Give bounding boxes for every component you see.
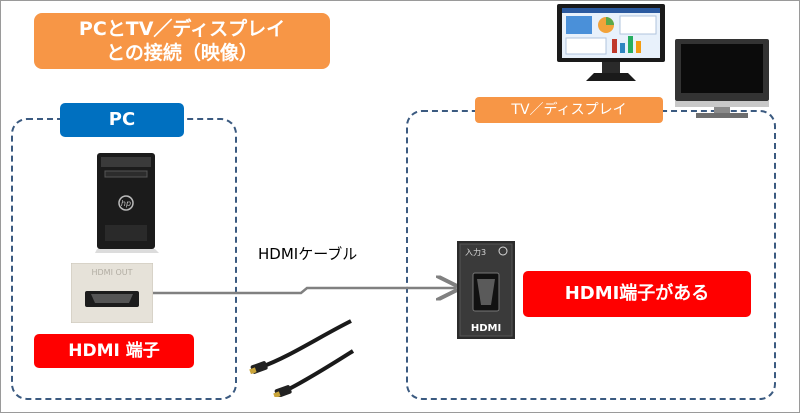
- tv-input-text: 入力3: [465, 247, 486, 257]
- tv-group-label: TV／ディスプレイ: [475, 97, 663, 123]
- hdmi-cable-label: HDMIケーブル: [258, 245, 358, 263]
- title-badge: PCとTV／ディスプレイ との接続（映像）: [34, 13, 330, 69]
- hdmi-out-text: HDMI OUT: [91, 268, 132, 277]
- pc-hdmi-port-label: HDMI 端子: [34, 334, 194, 368]
- tv-hdmi-port-label: HDMI端子がある: [523, 271, 751, 317]
- title-line-2: との接続（映像）: [106, 42, 258, 64]
- hdmi-cable-icon: [249, 319, 355, 397]
- title-line-1: PCとTV／ディスプレイ: [78, 18, 286, 40]
- svg-text:hp: hp: [121, 199, 131, 208]
- tv-icon: [675, 39, 769, 118]
- pc-group-label: PC: [60, 103, 184, 137]
- tv-hdmi-logo-text: HDMI: [471, 323, 501, 334]
- pc-tower-icon: hp: [95, 153, 159, 253]
- pc-hdmi-port-illustration: HDMI OUT: [71, 263, 153, 323]
- monitor-and-tv-illustration: [557, 4, 769, 118]
- monitor-icon: [557, 4, 665, 81]
- tv-hdmi-port-illustration: 入力3 HDMI: [457, 241, 515, 339]
